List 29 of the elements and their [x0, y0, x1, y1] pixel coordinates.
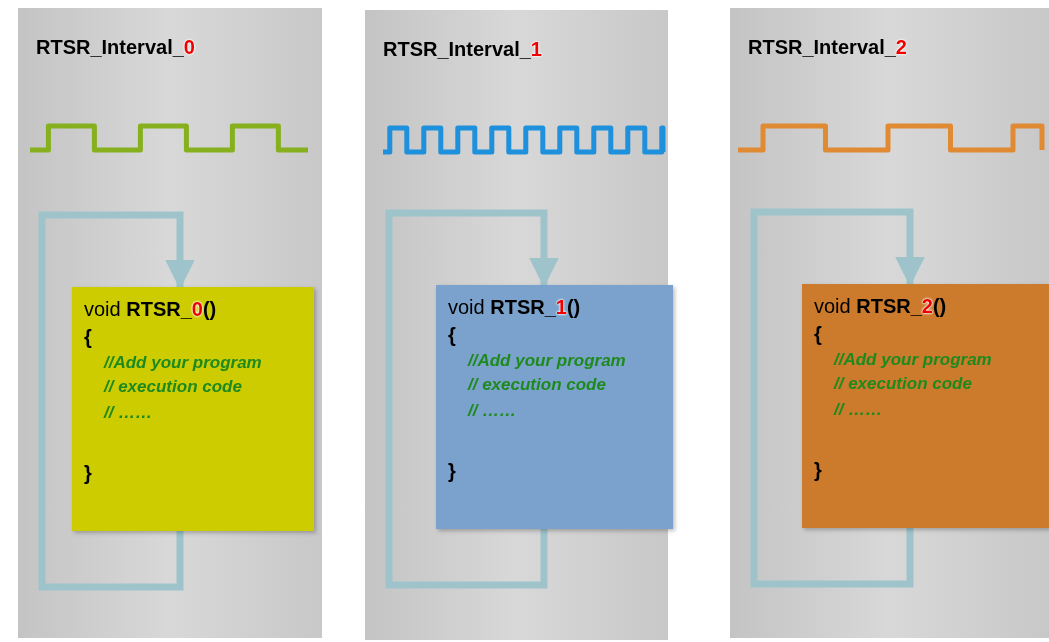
code-comment: // ……: [466, 400, 518, 422]
brace: {: [448, 323, 456, 348]
code-comment: // ……: [102, 402, 154, 424]
loop-arrow: [750, 208, 925, 588]
loop-arrow: [38, 211, 195, 591]
code-block: [436, 285, 673, 529]
code-block: [802, 284, 1049, 528]
function-signature: void RTSR_2(): [814, 294, 948, 319]
brace: }: [84, 461, 92, 486]
brace: }: [448, 459, 456, 484]
code-comment: //Add your program: [102, 352, 263, 374]
brace: }: [814, 458, 822, 483]
panel-title: RTSR_Interval_2: [748, 35, 907, 60]
panel-title: RTSR_Interval_1: [383, 37, 542, 62]
function-signature: void RTSR_0(): [84, 297, 218, 322]
panel: [18, 8, 322, 638]
code-comment: //Add your program: [466, 350, 627, 372]
brace: {: [84, 325, 92, 350]
code-comment: // execution code: [102, 376, 243, 398]
brace: {: [814, 322, 822, 347]
code-comment: //Add your program: [832, 349, 993, 371]
code-comment: // execution code: [466, 374, 607, 396]
function-signature: void RTSR_1(): [448, 295, 582, 320]
code-block: [72, 287, 314, 531]
panel-title: RTSR_Interval_0: [36, 35, 195, 60]
code-comment: // ……: [832, 399, 884, 421]
loop-arrow: [385, 209, 559, 589]
code-comment: // execution code: [832, 373, 973, 395]
panel: [730, 8, 1049, 638]
